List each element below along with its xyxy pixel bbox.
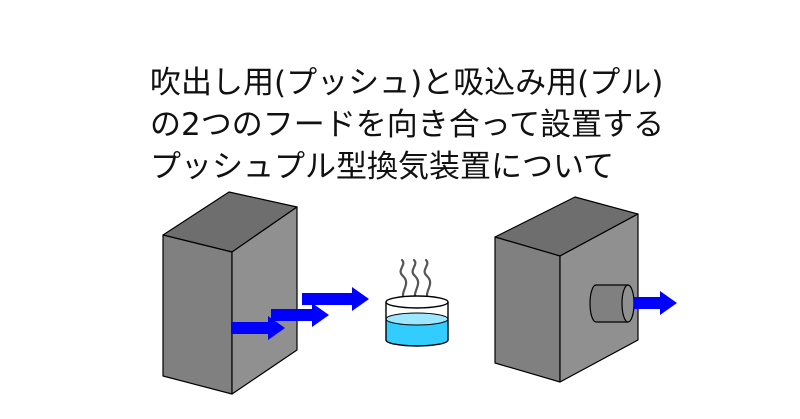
container-liquid — [386, 319, 448, 346]
container-liquid-surface — [385, 312, 449, 326]
airflow-arrow-icon — [634, 291, 677, 315]
pull-hood-front — [494, 236, 561, 383]
page-title: 吹出し用(プッシュ)と吸込み用(プル) の2つのフードを向き合って設置する プッ… — [150, 62, 770, 188]
pull-hood-box — [494, 196, 639, 383]
steaming-container-icon — [385, 258, 449, 347]
push-hood-front — [162, 234, 233, 395]
container-outline — [385, 302, 449, 347]
title-line-2: の2つのフードを向き合って設置する — [150, 107, 665, 143]
container-rim — [385, 295, 449, 309]
pull-hood-opening — [589, 284, 629, 323]
vapor-line — [399, 258, 408, 303]
title-line-1: 吹出し用(プッシュ)と吸込み用(プル) — [150, 65, 664, 101]
vapor-line — [411, 258, 420, 303]
title-line-3: プッシュプル型換気装置について — [150, 149, 615, 185]
vapor-line — [423, 258, 432, 303]
airflow-arrow-icon — [231, 316, 285, 340]
push-hood-side — [231, 206, 298, 395]
airflow-arrow-icon — [302, 287, 369, 311]
push-hood-box — [162, 191, 298, 395]
pull-airflow-arrows — [634, 291, 677, 315]
pull-hood-opening-rim — [621, 284, 635, 323]
airflow-arrow-icon — [271, 303, 329, 327]
push-airflow-arrows — [231, 287, 369, 340]
